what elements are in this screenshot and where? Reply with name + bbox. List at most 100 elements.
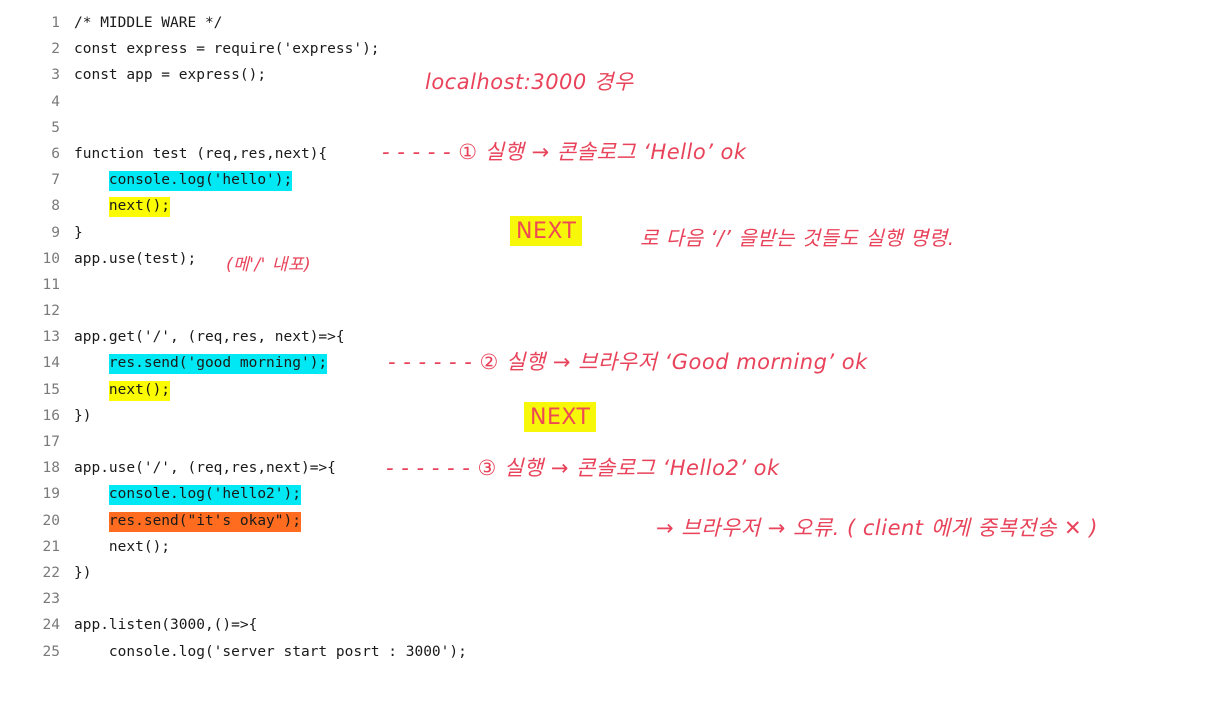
code-editor: 1 /* MIDDLE WARE */ 2 const express = requi…	[0, 10, 620, 665]
code-line: 25 console.log('server start posrt : 300…	[0, 639, 620, 665]
code-line: 1 /* MIDDLE WARE */	[0, 10, 620, 36]
line-number: 15	[42, 381, 60, 398]
code-content: app.use('/', (req,res,next)=>{	[74, 460, 336, 477]
line-number: 22	[42, 564, 60, 581]
line-number: 14	[42, 355, 60, 372]
highlighted-code: res.send('good morning');	[108, 354, 328, 375]
line-number: 4	[51, 93, 60, 110]
code-content: app.listen(3000,()=>{	[74, 617, 258, 634]
code-text: next();	[74, 534, 170, 560]
code-text: res.send("it's okay");	[74, 508, 301, 534]
code-indent	[74, 355, 109, 371]
code-line: 24 app.listen(3000,()=>{	[0, 612, 620, 638]
code-text: res.send('good morning');	[74, 350, 328, 376]
annotation-localhost: localhost:3000 경우	[425, 70, 634, 94]
code-content: })	[74, 564, 92, 581]
code-line: 11	[0, 272, 620, 298]
code-line: 15 next();	[0, 377, 620, 403]
line-number: 8	[51, 198, 60, 215]
code-text: next();	[74, 377, 171, 403]
code-line: 10 app.use(test);	[0, 246, 620, 272]
line-number: 17	[42, 434, 60, 450]
annotation-step1: - - - - - ① 실행 → 콘솔로그 ‘Hello’ ok	[382, 140, 747, 164]
code-content: }	[74, 224, 83, 241]
code-text: const express = require('express');	[74, 36, 380, 62]
annotation-step3-browser-error: → 브라우저 → 오류. ( client 에게 중복전송 ✕ )	[656, 516, 1098, 540]
annotation-next-description: 로 다음 ‘/’ 을받는 것들도 실행 명령.	[640, 226, 955, 250]
line-number: 7	[51, 172, 60, 189]
code-line: 6 function test (req,res,next){	[0, 141, 620, 167]
code-content: next();	[108, 538, 171, 555]
highlighted-code: next();	[108, 380, 171, 401]
next-label-1: NEXT	[510, 216, 583, 246]
code-line: 23	[0, 586, 620, 612]
line-number: 18	[42, 460, 60, 477]
code-line: 9}	[0, 220, 620, 246]
line-number: 13	[42, 329, 60, 346]
code-text: })	[74, 560, 91, 586]
code-text: const app = express();	[74, 62, 266, 88]
highlighted-code: console.log('hello');	[108, 171, 293, 192]
line-number: 12	[42, 303, 60, 320]
code-content: const express = require('express');	[74, 41, 380, 58]
annotation-step3: - - - - - - ③ 실행 → 콘솔로그 ‘Hello2’ ok	[386, 456, 780, 480]
code-content: })	[74, 407, 92, 424]
code-content: /* MIDDLE WARE */	[74, 15, 223, 31]
code-text: /* MIDDLE WARE */	[74, 10, 222, 36]
code-line: 19 console.log('hello2');	[0, 481, 620, 507]
code-content: app.get('/', (req,res, next)=>{	[74, 329, 345, 346]
highlighted-code: res.send("it's okay");	[108, 511, 301, 532]
next-label-2: NEXT	[524, 402, 597, 432]
annotation-line10-note: (메'/' 내포)	[226, 255, 312, 275]
highlighted-code: console.log('hello2');	[108, 485, 301, 506]
code-text: })	[74, 403, 91, 429]
code-indent	[74, 644, 109, 660]
code-line: 2 const express = require('express');	[0, 36, 620, 62]
code-indent	[74, 198, 109, 214]
code-line: 13 app.get('/', (req,res, next)=>{	[0, 324, 620, 350]
code-line: 5	[0, 115, 620, 141]
code-line: 17	[0, 429, 620, 455]
code-text: }	[74, 220, 83, 246]
code-text: app.use(test);	[74, 246, 196, 272]
code-line: 7 console.log('hello');	[0, 167, 620, 193]
line-number: 9	[51, 224, 60, 241]
annotation-step2: - - - - - - ② 실행 → 브라우저 ‘Good morning’ o…	[388, 350, 868, 374]
line-number: 25	[42, 643, 60, 660]
highlighted-code: next();	[108, 197, 171, 218]
code-indent	[74, 486, 109, 502]
code-content: const app = express();	[74, 67, 267, 84]
line-number: 1	[51, 15, 60, 31]
code-line: 21 next();	[0, 534, 620, 560]
line-number: 5	[51, 119, 60, 136]
code-content: function test (req,res,next){	[74, 145, 328, 162]
code-indent	[74, 539, 109, 555]
line-number: 10	[42, 250, 60, 267]
code-indent	[74, 513, 109, 529]
code-line: 22})	[0, 560, 620, 586]
code-content: console.log('server start posrt : 3000')…	[108, 643, 467, 660]
code-line: 4	[0, 89, 620, 115]
code-line: 16})	[0, 403, 620, 429]
code-indent	[74, 382, 109, 398]
code-text: app.listen(3000,()=>{	[74, 612, 257, 638]
code-line: 12	[0, 298, 620, 324]
code-text: function test (req,res,next){	[74, 141, 327, 167]
code-indent	[74, 172, 109, 188]
code-text: console.log('server start posrt : 3000')…	[74, 639, 467, 665]
line-number: 19	[42, 486, 60, 503]
code-line: 14 res.send('good morning');	[0, 350, 620, 376]
code-line: 8 next();	[0, 193, 620, 219]
line-number: 16	[42, 407, 60, 424]
line-number: 24	[42, 617, 60, 634]
line-number: 11	[42, 276, 60, 293]
code-text: app.get('/', (req,res, next)=>{	[74, 324, 345, 350]
line-number: 6	[51, 145, 60, 162]
code-line: 20 res.send("it's okay");	[0, 508, 620, 534]
code-text: app.use('/', (req,res,next)=>{	[74, 455, 336, 481]
line-number: 2	[51, 41, 60, 58]
code-text: console.log('hello2');	[74, 481, 301, 507]
line-number: 21	[42, 538, 60, 555]
code-line: 18 app.use('/', (req,res,next)=>{	[0, 455, 620, 481]
code-text: console.log('hello');	[74, 167, 293, 193]
